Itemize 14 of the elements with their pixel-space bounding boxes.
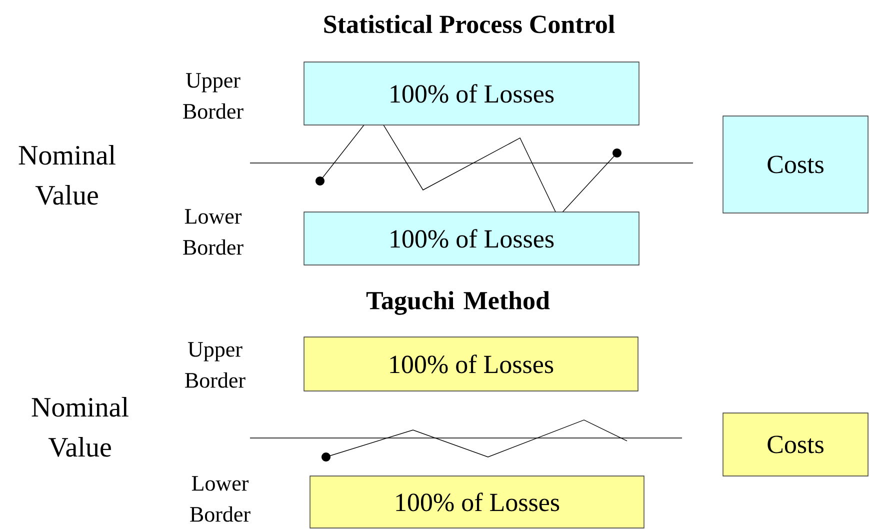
loss-box: Costs [722, 412, 868, 476]
axis-label: Upper Border [185, 342, 246, 388]
loss-box: Costs [722, 116, 868, 214]
loss-box: 100% of Losses [304, 336, 638, 392]
axis-label: Upper Border [183, 73, 244, 119]
loss-box: 100% of Losses [310, 476, 644, 528]
axis-label: Nominal Value [18, 145, 116, 205]
axis-label: Lower Border [190, 476, 250, 522]
loss-box: 100% of Losses [304, 62, 640, 126]
axis-label: Nominal Value [32, 397, 128, 457]
loss-box: 100% of Losses [304, 212, 640, 266]
axis-label: Lower Border [183, 209, 244, 255]
chart-title: Statistical Process Control [324, 14, 615, 34]
section-heading: Taguchi Method [366, 291, 550, 315]
